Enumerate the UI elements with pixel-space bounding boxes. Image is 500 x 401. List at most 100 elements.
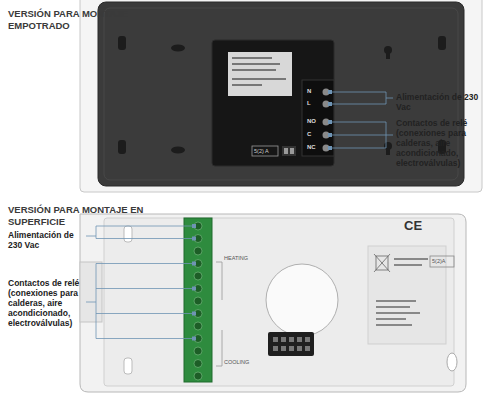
sticker-line xyxy=(232,63,280,65)
sticker-line xyxy=(376,300,416,302)
relay-module xyxy=(212,40,334,166)
mount-slot xyxy=(118,140,126,154)
terminal-name: NC xyxy=(307,144,316,151)
connector-pin xyxy=(297,346,302,351)
callout-text: Contactos de relé (conexiones para calde… xyxy=(8,278,92,328)
rating-text: 5(2) A xyxy=(254,147,269,155)
callout-text: Alimentación de 230 Vac xyxy=(396,92,486,112)
leader-dot xyxy=(328,102,332,106)
section-title: VERSIÓN PARA MONTAJE EMPOTRADO xyxy=(8,8,132,32)
mount-slot xyxy=(124,226,132,242)
terminal-screws xyxy=(194,222,202,380)
keyhole xyxy=(386,50,390,59)
bus-connector xyxy=(268,332,314,356)
top-leaders xyxy=(330,92,393,148)
callout-text: Contactos de relé (conexiones para calde… xyxy=(396,118,486,168)
waste-bin-icon xyxy=(374,254,390,272)
inner-frame xyxy=(104,218,454,386)
side-tab xyxy=(80,262,102,322)
ce-mark: CE xyxy=(404,219,422,233)
keyhole xyxy=(447,353,457,371)
rating-box xyxy=(252,146,278,156)
connector-pin xyxy=(289,337,294,342)
small-connector xyxy=(282,146,296,156)
connector-pin xyxy=(281,337,286,342)
sticker-line xyxy=(376,318,406,320)
leader-line xyxy=(96,313,194,314)
rating-sticker xyxy=(228,52,292,96)
terminal-name: L xyxy=(307,100,311,107)
sticker-line xyxy=(394,258,428,260)
connector-pin xyxy=(305,346,310,351)
connector-pin xyxy=(284,148,288,154)
connector-pin xyxy=(290,148,294,154)
sticker-line xyxy=(232,84,262,86)
sticker-line xyxy=(394,264,422,266)
bottom-leader-ends xyxy=(192,224,196,341)
callout-text: Alimentación de 230 Vac xyxy=(8,230,88,250)
surface-device xyxy=(80,214,466,392)
terminal-screw xyxy=(194,372,202,380)
leader-line xyxy=(86,302,96,303)
leader-dot xyxy=(192,312,196,316)
base-plate xyxy=(80,214,466,392)
mount-slot xyxy=(118,36,126,50)
sticker-line xyxy=(376,312,420,314)
group-mark xyxy=(216,330,222,366)
terminal-screw xyxy=(194,247,202,255)
leader-line xyxy=(96,288,194,289)
cable-hole xyxy=(266,264,338,336)
terminal-name: NO xyxy=(307,118,316,125)
keyhole xyxy=(386,146,390,155)
leader-dot xyxy=(328,120,332,124)
section-title: VERSIÓN PARA MONTAJE EN SUPERFICIE xyxy=(8,204,148,228)
rating-sticker xyxy=(368,246,446,344)
connector-pins xyxy=(273,337,310,351)
terminal-block xyxy=(184,218,212,382)
leader-dot xyxy=(192,224,196,228)
leader-dot xyxy=(192,337,196,341)
connector-pin xyxy=(305,337,310,342)
mode-mark: COOLING xyxy=(224,359,249,366)
mount-slot xyxy=(438,36,446,50)
leader-line xyxy=(330,135,386,136)
sticker-line xyxy=(232,57,272,59)
screw-hole xyxy=(171,45,185,52)
terminal-screw xyxy=(194,347,202,355)
waste-bin-icon xyxy=(374,254,390,272)
leader-dot xyxy=(328,90,332,94)
rating-text: 5(2)A xyxy=(432,257,445,265)
leader-dot xyxy=(328,146,332,150)
leader-line xyxy=(386,98,393,99)
sticker-line xyxy=(232,78,286,80)
group-mark xyxy=(216,262,222,300)
terminal-screw xyxy=(194,322,202,330)
terminal-name: C xyxy=(307,131,311,138)
leader-dot xyxy=(192,237,196,241)
leader-line xyxy=(96,264,194,339)
connector-pin xyxy=(273,337,278,342)
mode-mark: HEATING xyxy=(224,255,248,262)
connector-pin xyxy=(297,337,302,342)
top-leader-ends xyxy=(328,90,332,150)
leader-line xyxy=(86,236,96,237)
leader-dot xyxy=(192,262,196,266)
rating-box xyxy=(430,256,454,267)
screw-hole xyxy=(171,147,185,154)
leader-line xyxy=(96,226,194,239)
terminal-screw xyxy=(194,297,202,305)
leader-line xyxy=(386,135,393,136)
connector-pin xyxy=(289,346,294,351)
sticker-line xyxy=(232,69,276,71)
terminal-screw xyxy=(194,272,202,280)
terminal-block xyxy=(302,80,334,156)
bottom-leaders xyxy=(86,226,194,339)
connector-pin xyxy=(281,346,286,351)
leader-line xyxy=(330,92,386,104)
leader-dot xyxy=(328,133,332,137)
leader-dot xyxy=(192,287,196,291)
sticker-line xyxy=(376,306,410,308)
sticker-line xyxy=(376,324,412,326)
